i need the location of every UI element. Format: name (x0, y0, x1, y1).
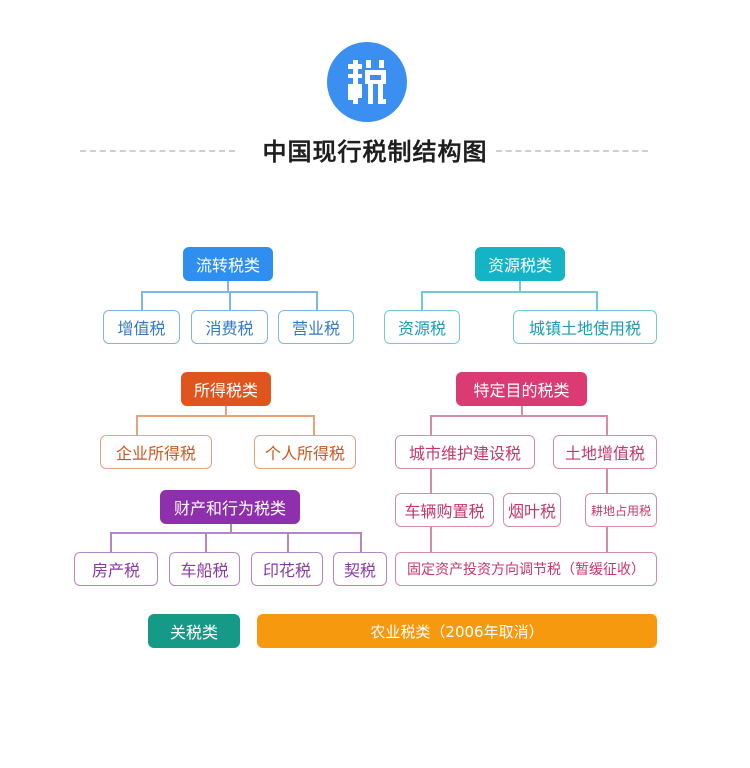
tax-enterprise-income[interactable]: 企业所得税 (100, 435, 212, 469)
tax-vehicle-vessel[interactable]: 车船税 (169, 552, 240, 586)
category-income-tax[interactable]: 所得税类 (181, 372, 271, 406)
tax-property[interactable]: 房产税 (74, 552, 158, 586)
tax-stamp[interactable]: 印花税 (251, 552, 323, 586)
category-customs-tax[interactable]: 关税类 (148, 614, 240, 648)
page-title: 中国现行税制结构图 (262, 138, 488, 166)
tax-deed[interactable]: 契税 (333, 552, 387, 586)
title-divider-left (80, 150, 235, 152)
category-agriculture-tax[interactable]: 农业税类（2006年取消） (257, 614, 657, 648)
title-divider-right (496, 150, 648, 152)
tax-urban-land-use[interactable]: 城镇土地使用税 (513, 310, 657, 344)
category-property-behavior-tax[interactable]: 财产和行为税类 (160, 490, 300, 524)
tax-logo (327, 42, 407, 122)
tax-vehicle-purchase[interactable]: 车辆购置税 (395, 493, 494, 527)
tax-urban-maintenance[interactable]: 城市维护建设税 (395, 435, 535, 469)
tax-tobacco-leaf[interactable]: 烟叶税 (503, 493, 561, 527)
tax-consumption[interactable]: 消费税 (191, 310, 268, 344)
tax-farmland-occupation[interactable]: 耕地占用税 (585, 493, 657, 527)
category-special-purpose-tax[interactable]: 特定目的税类 (456, 372, 587, 406)
tax-value-added[interactable]: 增值税 (103, 310, 180, 344)
tax-character-icon (348, 60, 386, 104)
tax-fixed-asset-investment[interactable]: 固定资产投资方向调节税（暂缓征收） (395, 552, 657, 586)
category-resource-tax[interactable]: 资源税类 (475, 247, 565, 281)
tax-personal-income[interactable]: 个人所得税 (254, 435, 356, 469)
tax-land-value-added[interactable]: 土地增值税 (553, 435, 657, 469)
tax-resource[interactable]: 资源税 (384, 310, 460, 344)
tax-business[interactable]: 营业税 (278, 310, 354, 344)
category-turnover-tax[interactable]: 流转税类 (183, 247, 273, 281)
